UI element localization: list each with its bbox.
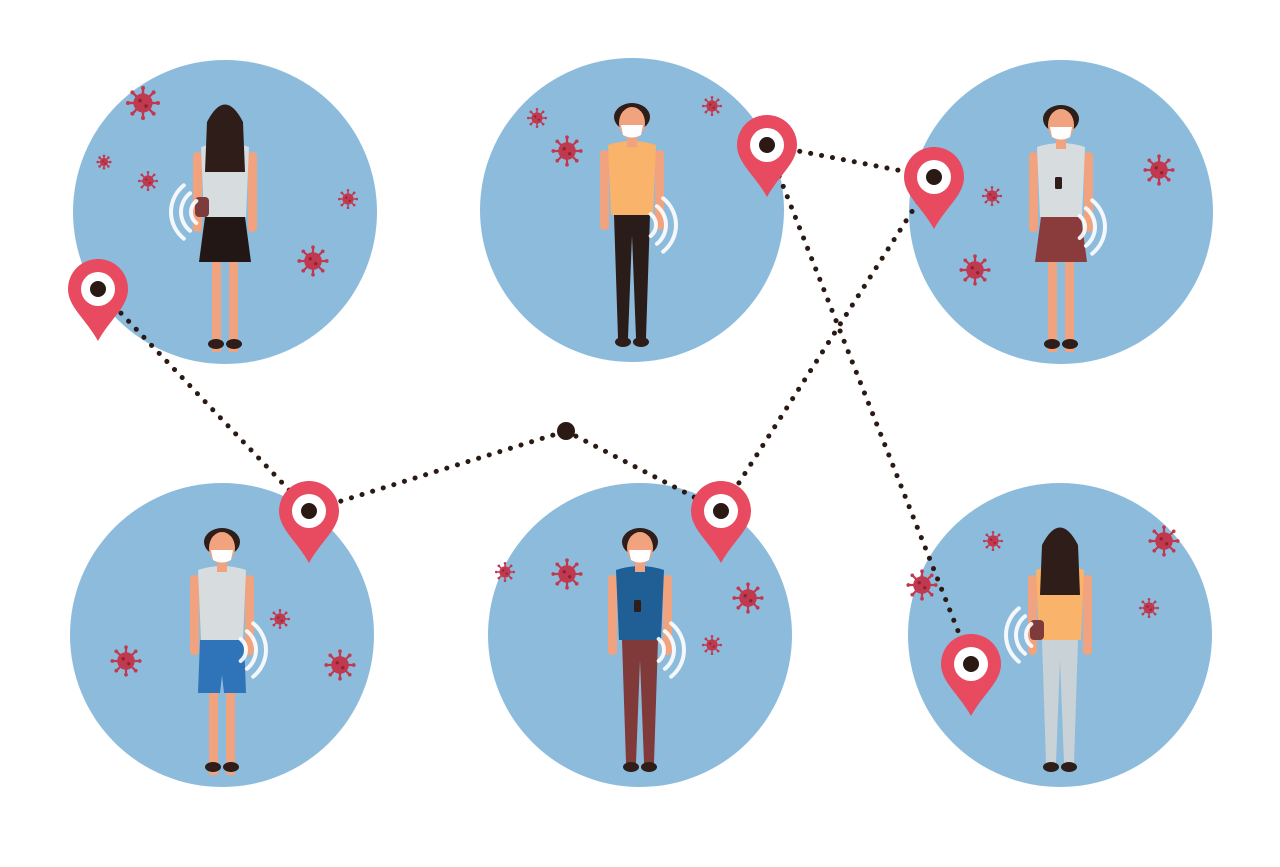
dotted-path	[764, 142, 974, 667]
person-back-woman-yellow	[1004, 527, 1092, 772]
person-scene-2	[480, 58, 784, 362]
location-pin-icon	[68, 259, 128, 341]
virus-icon	[1138, 597, 1160, 619]
dotted-path	[718, 174, 937, 514]
location-pin-icon	[904, 147, 964, 229]
virus-icon	[732, 582, 764, 614]
wireless-signal-icon	[1077, 198, 1107, 256]
wireless-signal-icon	[1004, 606, 1034, 664]
virus-icon	[269, 608, 291, 630]
bag-icon	[195, 197, 209, 217]
wireless-signal-icon	[238, 621, 268, 679]
person-scene-5	[488, 483, 792, 787]
virus-icon	[551, 135, 583, 167]
person-walking-man-shorts	[190, 528, 268, 775]
location-pin-icon	[737, 115, 797, 197]
bag-icon	[1030, 620, 1044, 640]
wireless-signal-icon	[648, 196, 678, 254]
virus-icon	[297, 245, 329, 277]
phone-icon	[1055, 177, 1062, 189]
wireless-signal-icon	[169, 183, 199, 241]
dotted-path	[306, 428, 569, 514]
virus-icon	[526, 107, 548, 129]
person-scene-1	[73, 60, 377, 364]
virus-icon	[337, 188, 359, 210]
face-mask	[629, 550, 651, 563]
dotted-path	[95, 286, 312, 514]
location-pin-icon	[279, 481, 339, 563]
person-front-woman-phone	[1029, 105, 1107, 352]
hub-dot	[557, 422, 575, 440]
location-pin-icon	[941, 634, 1001, 716]
person-walking-man-blue	[608, 528, 686, 772]
person-back-woman-skirt	[169, 104, 257, 352]
virus-icon	[701, 634, 723, 656]
virus-icon	[137, 170, 159, 192]
virus-icon	[982, 530, 1004, 552]
location-pins	[68, 115, 1001, 716]
virus-icon	[551, 558, 583, 590]
virus-icon	[906, 569, 938, 601]
virus-icon	[110, 645, 142, 677]
person-front-woman-yellow	[600, 103, 678, 347]
virus-icon	[1148, 525, 1180, 557]
virus-icon	[96, 154, 112, 170]
face-mask	[211, 550, 233, 563]
person-scene-6	[906, 483, 1212, 787]
virus-icon	[701, 95, 723, 117]
virus-icon	[981, 185, 1003, 207]
virus-icon	[1143, 154, 1175, 186]
face-mask	[1050, 127, 1072, 140]
location-pin-icon	[691, 481, 751, 563]
virus-icon	[959, 254, 991, 286]
virus-icon	[324, 649, 356, 681]
phone-icon	[634, 600, 641, 612]
hub-dot-icon	[557, 422, 575, 440]
person-scene-4	[70, 483, 374, 787]
face-mask	[621, 125, 643, 138]
virus-icon	[494, 561, 516, 583]
wireless-signal-icon	[656, 621, 686, 679]
person-scene-3	[909, 60, 1213, 364]
virus-icon	[126, 86, 160, 120]
person-circles	[70, 58, 1213, 787]
